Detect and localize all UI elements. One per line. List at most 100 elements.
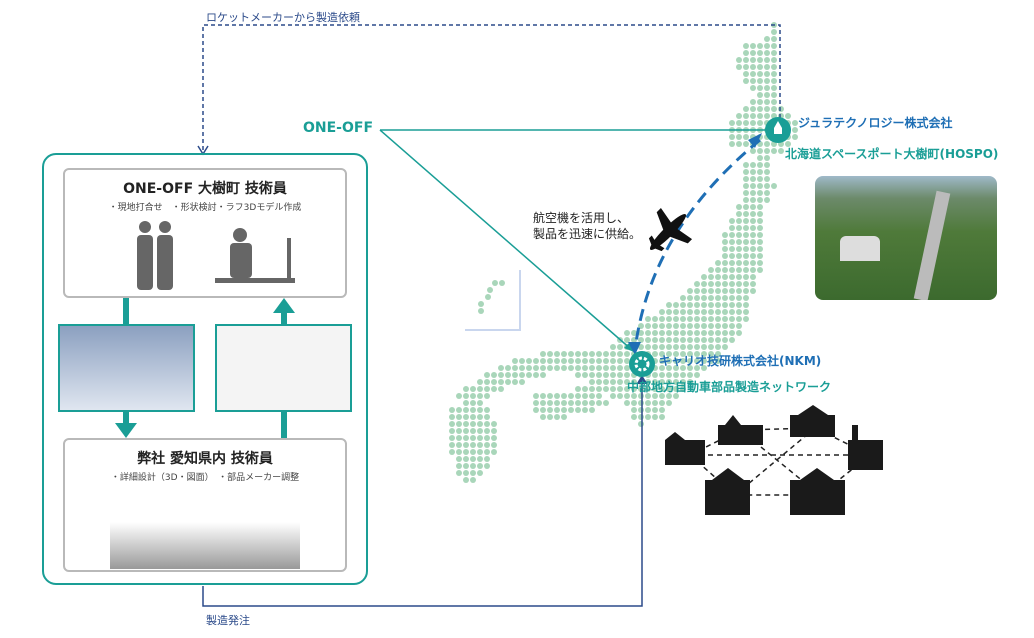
- map-dot: [589, 386, 595, 392]
- map-dot: [743, 43, 749, 49]
- map-dot: [499, 280, 505, 286]
- map-dot: [617, 358, 623, 364]
- map-dot: [708, 344, 714, 350]
- map-dot: [743, 141, 749, 147]
- map-dot: [771, 29, 777, 35]
- map-dot: [456, 435, 462, 441]
- map-dot: [554, 414, 560, 420]
- map-dot: [582, 393, 588, 399]
- map-dot: [470, 463, 476, 469]
- map-dot: [554, 365, 560, 371]
- flight-note: 航空機を活用し、 製品を迅速に供給。: [533, 210, 641, 242]
- map-dot: [757, 183, 763, 189]
- map-dot: [764, 57, 770, 63]
- map-dot: [547, 351, 553, 357]
- factory-icons: [665, 405, 883, 515]
- map-dot: [715, 274, 721, 280]
- map-dot: [456, 407, 462, 413]
- map-dot: [470, 421, 476, 427]
- map-dot: [487, 287, 493, 293]
- map-dot: [701, 365, 707, 371]
- map-dot: [617, 365, 623, 371]
- map-dot: [652, 372, 658, 378]
- map-dot: [743, 246, 749, 252]
- map-dot: [456, 421, 462, 427]
- carrio-company: キャリオ技研株式会社(NKM): [659, 354, 822, 368]
- map-dot: [463, 428, 469, 434]
- map-dot: [694, 302, 700, 308]
- map-dot: [610, 344, 616, 350]
- map-dot: [764, 141, 770, 147]
- map-dot: [554, 393, 560, 399]
- map-dot: [757, 197, 763, 203]
- map-dot: [715, 330, 721, 336]
- map-dot: [687, 302, 693, 308]
- map-dot: [771, 99, 777, 105]
- map-dot: [547, 358, 553, 364]
- map-dot: [722, 267, 728, 273]
- map-dot: [652, 337, 658, 343]
- map-dot: [764, 36, 770, 42]
- map-dot: [722, 260, 728, 266]
- map-dot: [659, 316, 665, 322]
- map-dot: [750, 225, 756, 231]
- map-dot: [729, 309, 735, 315]
- map-dot: [659, 407, 665, 413]
- map-dot: [463, 442, 469, 448]
- map-dot: [561, 393, 567, 399]
- map-dot: [463, 463, 469, 469]
- map-dot: [750, 204, 756, 210]
- map-dot: [764, 71, 770, 77]
- map-dot: [477, 393, 483, 399]
- map-dot: [722, 323, 728, 329]
- map-dot: [736, 204, 742, 210]
- map-dot: [757, 120, 763, 126]
- map-dot: [764, 99, 770, 105]
- map-dot: [540, 365, 546, 371]
- map-dot: [694, 295, 700, 301]
- map-dot: [750, 169, 756, 175]
- map-dot: [729, 267, 735, 273]
- map-dot: [652, 323, 658, 329]
- map-dot: [750, 267, 756, 273]
- map-dot: [694, 365, 700, 371]
- map-dot: [750, 246, 756, 252]
- map-dot: [456, 456, 462, 462]
- map-dot: [708, 358, 714, 364]
- map-dot: [540, 393, 546, 399]
- map-dot: [631, 393, 637, 399]
- map-dot: [701, 281, 707, 287]
- map-dot: [666, 309, 672, 315]
- map-dot: [771, 43, 777, 49]
- map-dot: [666, 337, 672, 343]
- map-dot: [771, 148, 777, 154]
- map-dot: [533, 365, 539, 371]
- map-dot: [575, 393, 581, 399]
- map-dot: [750, 43, 756, 49]
- map-dot: [638, 407, 644, 413]
- map-dot: [757, 246, 763, 252]
- map-dot: [757, 260, 763, 266]
- map-dot: [757, 148, 763, 154]
- map-dot: [449, 435, 455, 441]
- map-dot: [470, 400, 476, 406]
- map-dot: [659, 372, 665, 378]
- map-dot: [533, 358, 539, 364]
- map-dot: [589, 379, 595, 385]
- map-dot: [596, 379, 602, 385]
- map-dot: [694, 351, 700, 357]
- map-dot: [575, 407, 581, 413]
- map-dot: [477, 442, 483, 448]
- map-dot: [470, 386, 476, 392]
- map-dot: [652, 386, 658, 392]
- map-dot: [456, 449, 462, 455]
- map-dot: [491, 435, 497, 441]
- map-dot: [582, 386, 588, 392]
- airplane-icon: [648, 207, 693, 252]
- map-dot: [638, 323, 644, 329]
- map-dot: [645, 316, 651, 322]
- map-dot: [540, 407, 546, 413]
- map-dot: [659, 344, 665, 350]
- map-dot: [750, 106, 756, 112]
